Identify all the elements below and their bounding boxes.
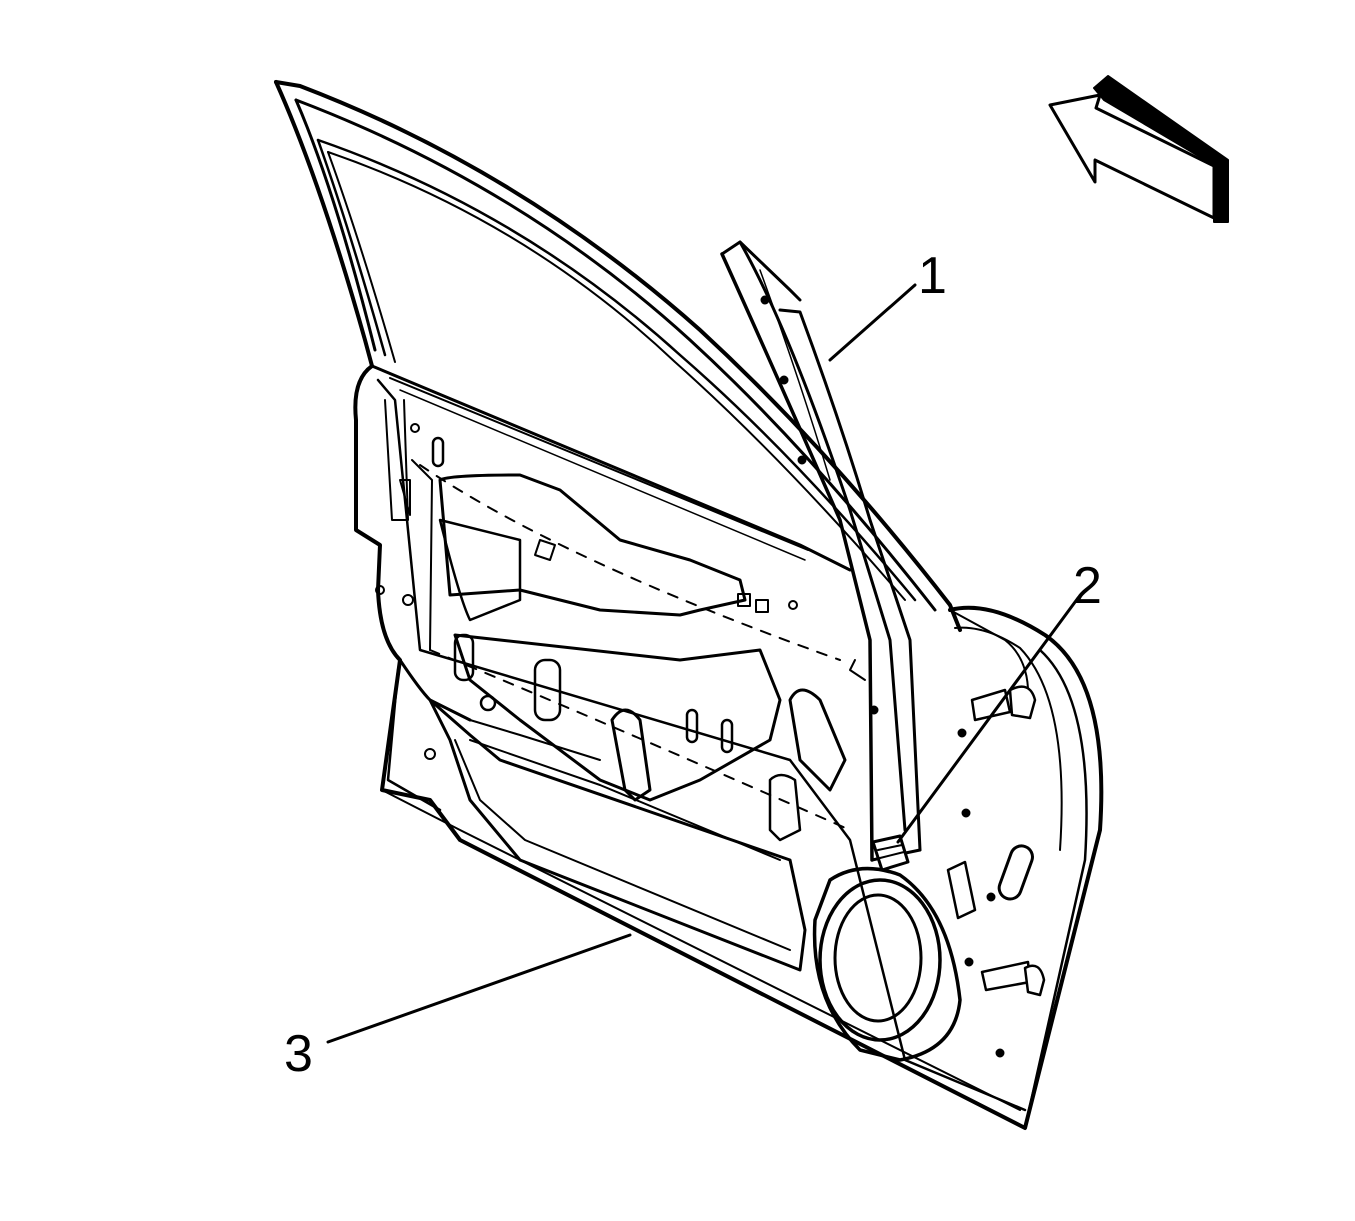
- callout-1: 1: [918, 247, 947, 305]
- forward-arrow-icon: [1048, 75, 1229, 223]
- leader-line-3: [326, 933, 632, 1044]
- door-frame: [274, 80, 962, 632]
- leader-lines: [326, 283, 1080, 1044]
- leader-line-1: [828, 283, 917, 362]
- wire-harness-connector: [871, 834, 910, 872]
- leader-line-2: [896, 596, 1080, 844]
- window-channel: [720, 240, 922, 862]
- callout-2: 2: [1073, 557, 1102, 615]
- callout-3: 3: [284, 1025, 313, 1083]
- door-panel: [353, 364, 1104, 1130]
